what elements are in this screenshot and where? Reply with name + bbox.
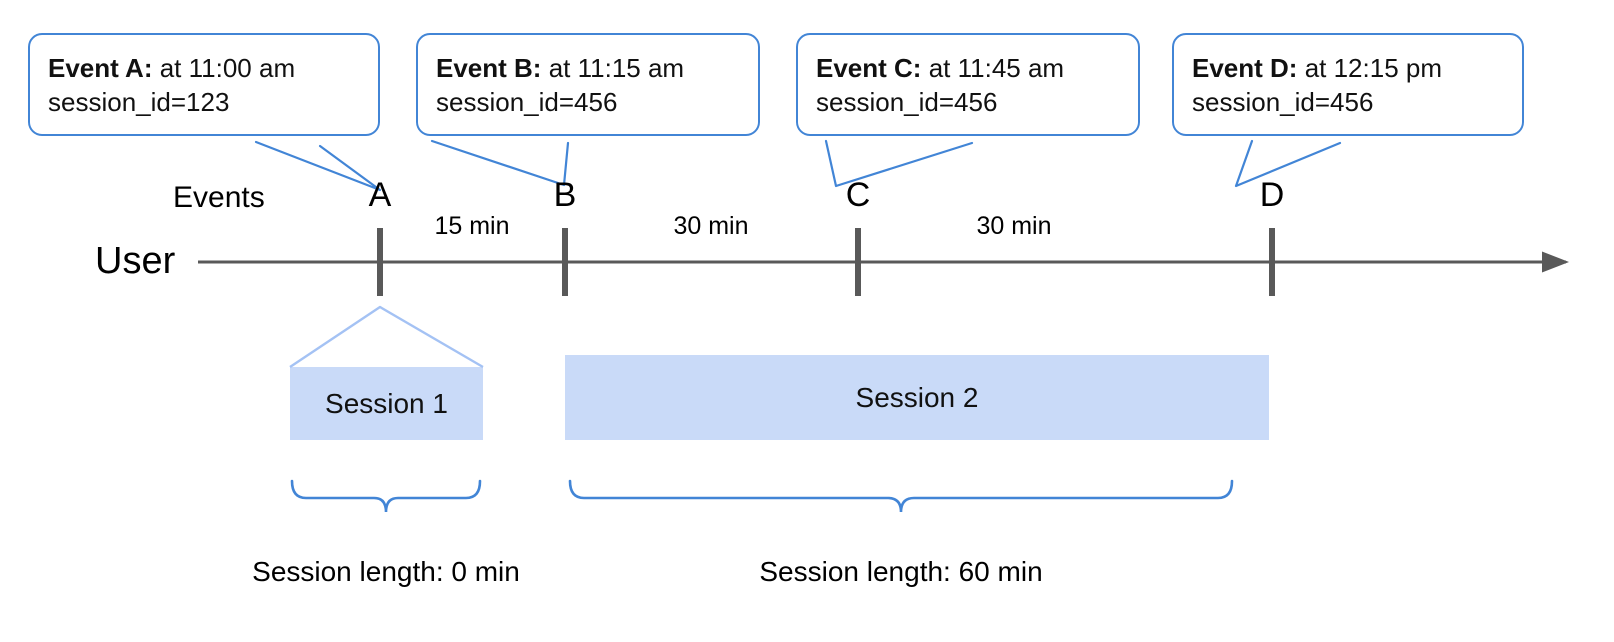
events-lane-label: Events [173,181,265,214]
gap-label-c-d: 30 min [976,212,1052,240]
callout-b-time: at 11:15 am [541,53,685,83]
callout-event-b[interactable]: Event B: at 11:15 am session_id=456 [416,33,760,136]
event-letter-c: C [845,176,871,214]
callout-tail-b [430,139,570,187]
callout-tail-c [824,139,974,188]
callout-tail-d [1234,139,1342,188]
event-letter-d: D [1259,176,1285,214]
callout-d-lead: Event D: [1192,53,1298,83]
callout-d-time: at 12:15 pm [1297,53,1443,83]
gap-label-a-b: 15 min [434,212,510,240]
event-letter-b: B [553,176,577,214]
session-2-brace [568,479,1234,513]
session-1-length-label: Session length: 0 min [252,556,520,587]
session-1-funnel [289,305,484,369]
callout-c-lead: Event C: [816,53,922,83]
callout-c-time: at 11:45 am [921,53,1065,83]
session-bar-2-label: Session 2 [855,381,979,413]
callout-a-time: at 11:00 am [152,53,296,83]
callout-tail-a [254,140,382,192]
session-bar-1[interactable]: Session 1 [290,367,483,440]
callout-b-detail: session_id=456 [436,87,618,118]
callout-event-c[interactable]: Event C: at 11:45 am session_id=456 [796,33,1140,136]
callout-a-lead: Event A: [48,53,153,83]
callout-event-a[interactable]: Event A: at 11:00 am session_id=123 [28,33,380,136]
event-letter-a: A [368,176,392,214]
session-2-length-label: Session length: 60 min [759,556,1043,587]
callout-c-detail: session_id=456 [816,87,998,118]
session-bar-2[interactable]: Session 2 [565,355,1269,440]
callout-a-detail: session_id=123 [48,87,230,118]
user-lane-label: User [95,240,176,282]
gap-label-b-c: 30 min [673,212,749,240]
session-bar-1-label: Session 1 [325,387,448,419]
callout-event-d[interactable]: Event D: at 12:15 pm session_id=456 [1172,33,1524,136]
callout-b-lead: Event B: [436,53,542,83]
session-1-brace [290,479,482,513]
callout-d-detail: session_id=456 [1192,87,1374,118]
